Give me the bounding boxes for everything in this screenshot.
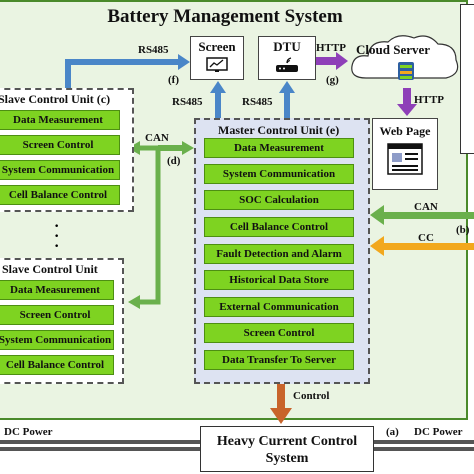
slave-top-item: Data Measurement — [0, 110, 120, 130]
dc-power-left-line-2 — [0, 447, 200, 451]
master-item: External Communication — [204, 297, 354, 317]
master-item: System Communication — [204, 164, 354, 184]
server-icon — [398, 62, 414, 80]
screen-node: Screen — [190, 36, 244, 80]
can-left-label: CAN — [145, 132, 169, 144]
rs485-right-label: RS485 — [242, 96, 273, 108]
master-item: Historical Data Store — [204, 270, 354, 290]
dtu-node: DTU — [258, 36, 316, 80]
monitor-icon — [206, 57, 228, 72]
dc-power-left-label: DC Power — [4, 426, 53, 438]
cloud-server-label: Cloud Server — [356, 42, 431, 57]
dtu-label: DTU — [273, 39, 301, 54]
rs485-top-arrow — [65, 59, 178, 88]
slave-bottom-item: Cell Balance Control — [0, 355, 114, 375]
master-unit-title-text: Master Control Unit — [218, 123, 323, 137]
master-item: Cell Balance Control — [204, 217, 354, 237]
screen-label: Screen — [198, 39, 236, 54]
http-side-label: HTTP — [414, 94, 444, 106]
dc-power-left-line-1 — [0, 440, 200, 444]
http-top-shaft — [316, 57, 336, 65]
control-shaft — [277, 384, 285, 410]
master-item: Fault Detection and Alarm — [204, 244, 354, 264]
rs485-left-arrowhead — [210, 81, 226, 93]
http-top-label: HTTP — [316, 42, 346, 54]
dc-power-right-label: DC Power — [414, 426, 463, 438]
slave-unit-bottom-title: Slave Control Unit — [2, 262, 98, 276]
slave-top-item: Screen Control — [0, 135, 120, 155]
web-page-label: Web Page — [379, 124, 431, 138]
control-label: Control — [293, 390, 330, 402]
master-item: Data Measurement — [204, 138, 354, 158]
can-link-shaft — [158, 145, 184, 151]
can-bus-line — [138, 145, 161, 305]
heavy-current-node: Heavy Current Control System — [200, 426, 374, 472]
dc-power-right-line-1 — [374, 440, 474, 444]
can-bottom-left-head — [128, 295, 140, 309]
slave-bottom-item: System Communication — [0, 330, 114, 350]
rs485-right-shaft — [284, 92, 290, 118]
marker-d: (d) — [167, 155, 181, 167]
slave-unit-top-title: Slave Control Unit (c) — [0, 92, 110, 107]
marker-c: (c) — [96, 92, 111, 106]
slave-top-item: System Communication — [0, 160, 120, 180]
marker-a: (a) — [386, 426, 399, 438]
can-link-head — [182, 141, 194, 155]
http-top-arrowhead — [336, 52, 348, 70]
web-page-icon — [387, 143, 423, 175]
diagram-title: Battery Management System — [107, 6, 343, 27]
can-right-shaft — [382, 212, 474, 219]
cloud-server-node — [351, 35, 459, 79]
slave-top-item: Cell Balance Control — [0, 185, 120, 205]
master-item: Screen Control — [204, 323, 354, 343]
ellipsis: · · · — [54, 218, 60, 255]
http-side-shaft — [403, 88, 411, 104]
marker-e: (e) — [325, 123, 340, 137]
rs485-top-arrowhead — [178, 54, 190, 70]
router-icon — [276, 57, 298, 72]
marker-f: (f) — [168, 74, 179, 86]
dc-power-right-line-2 — [374, 447, 474, 451]
cc-label: CC — [418, 232, 434, 244]
can-right-arrowhead — [370, 205, 384, 225]
slave-unit-top-title-text: Slave Control Unit — [0, 92, 94, 106]
master-unit-title: Master Control Unit (e) — [218, 123, 339, 138]
can-right-label: CAN — [414, 201, 438, 213]
rs485-top-label: RS485 — [138, 44, 169, 56]
rs485-left-shaft — [215, 92, 221, 118]
right-panel — [460, 4, 474, 154]
master-item: SOC Calculation — [204, 190, 354, 210]
control-arrowhead — [270, 408, 292, 424]
web-page-node: Web Page — [372, 118, 438, 190]
cc-arrowhead — [370, 236, 384, 256]
rs485-left-label: RS485 — [172, 96, 203, 108]
http-side-arrowhead — [397, 104, 417, 116]
rs485-right-arrowhead — [279, 81, 295, 93]
cc-shaft — [382, 243, 474, 250]
marker-g: (g) — [326, 74, 339, 86]
can-top-left-head — [128, 141, 140, 155]
slave-bottom-item: Data Measurement — [0, 280, 114, 300]
marker-b: (b) — [456, 224, 470, 236]
master-item: Data Transfer To Server — [204, 350, 354, 370]
slave-bottom-item: Screen Control — [0, 305, 114, 325]
